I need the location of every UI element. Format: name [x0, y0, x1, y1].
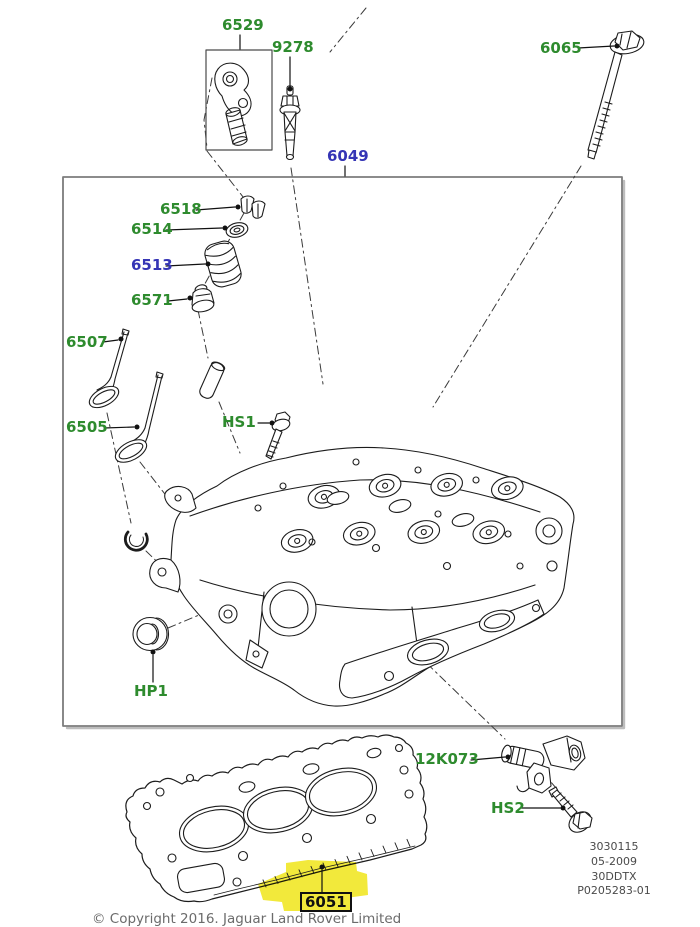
part-6529-rocker-arm — [205, 49, 273, 151]
part-hs2-bolt — [548, 786, 593, 833]
part-6065-bolt — [587, 30, 645, 160]
part-hs1-bolt — [265, 411, 291, 460]
cylinder-head-drawing — [149, 446, 575, 707]
part-valve-guide — [199, 361, 226, 399]
callout-9278[interactable]: 9278 — [272, 38, 314, 56]
part-6507-valve — [88, 328, 130, 409]
callout-6065[interactable]: 6065 — [540, 39, 582, 57]
part-6505-valve — [114, 371, 164, 463]
callout-hp1[interactable]: HP1 — [134, 682, 168, 700]
plate-info-block: 3030115 05-2009 30DDTX P0205283-01 — [556, 840, 672, 899]
copyright-text: © Copyright 2016. Jaguar Land Rover Limi… — [92, 911, 402, 927]
part-hp1-bushing — [132, 616, 170, 652]
callout-6513[interactable]: 6513 — [131, 256, 173, 274]
callout-6529[interactable]: 6529 — [222, 16, 264, 34]
callout-6051-highlighted[interactable]: 6051 — [300, 892, 352, 912]
main-frame-box — [62, 176, 626, 730]
part-12k073-sensor — [501, 735, 586, 794]
part-6571-stem-seal — [191, 284, 215, 313]
part-9278-sensor — [279, 85, 301, 161]
callout-6514[interactable]: 6514 — [131, 220, 173, 238]
plate-line-2: 05-2009 — [591, 854, 637, 868]
callout-12k073[interactable]: 12K073 — [415, 750, 479, 768]
callout-hs2[interactable]: HS2 — [491, 799, 525, 817]
plate-line-4: P0205283-01 — [577, 884, 651, 898]
plate-line-1: 3030115 — [589, 840, 639, 853]
callout-6518[interactable]: 6518 — [160, 200, 202, 218]
callout-6049[interactable]: 6049 — [327, 147, 369, 165]
part-6514-retainer — [225, 222, 249, 238]
part-6513-spring — [204, 240, 242, 288]
callout-6571[interactable]: 6571 — [131, 291, 173, 309]
leader-lines — [102, 34, 620, 894]
part-snap-ring — [123, 530, 149, 552]
callout-6507[interactable]: 6507 — [66, 333, 108, 351]
part-6518-keepers — [240, 195, 266, 219]
callout-6505[interactable]: 6505 — [66, 418, 108, 436]
plate-line-3: 30DDTX — [591, 869, 637, 883]
head-gasket-details — [142, 743, 416, 896]
callout-hs1[interactable]: HS1 — [222, 413, 256, 431]
